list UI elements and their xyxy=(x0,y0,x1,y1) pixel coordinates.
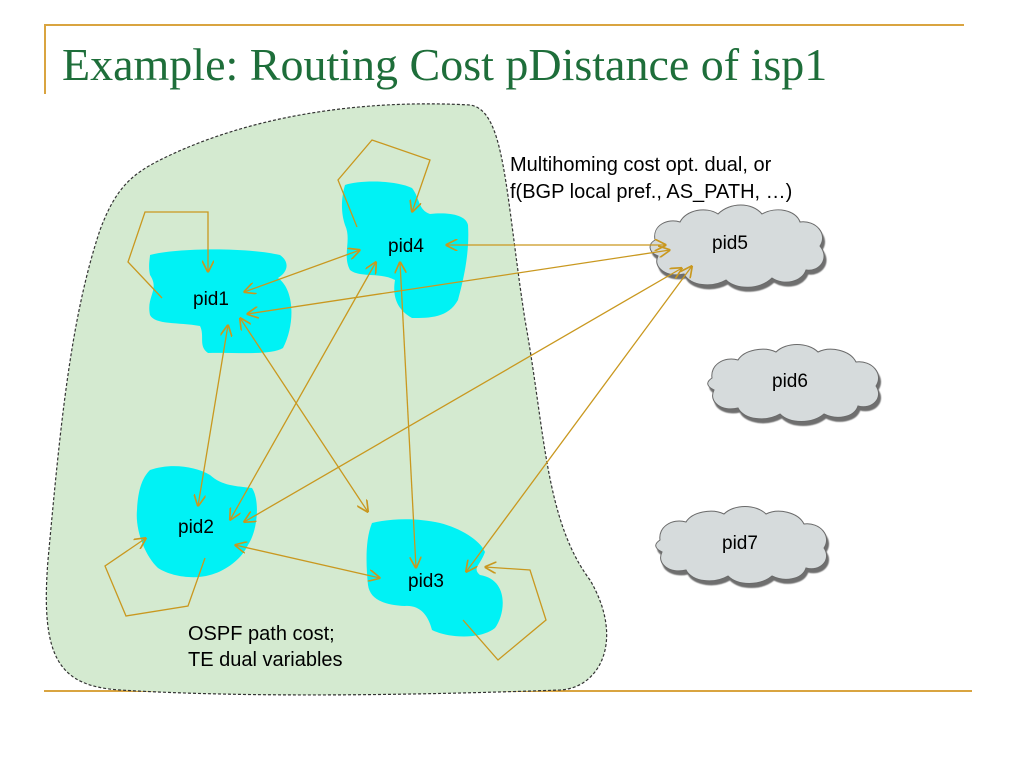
pid1-label: pid1 xyxy=(193,289,229,310)
multihoming-note-line1: Multihoming cost opt. dual, or xyxy=(510,154,772,176)
edge-pid1-pid2 xyxy=(198,325,228,506)
pid5-label: pid5 xyxy=(712,233,748,254)
pid4-self-loop xyxy=(337,139,431,228)
ospf-note-line1: OSPF path cost; xyxy=(188,623,335,645)
pid6-label: pid6 xyxy=(772,371,808,392)
frame-top-rule xyxy=(44,24,964,26)
multihoming-note-line2: f(BGP local pref., AS_PATH, …) xyxy=(510,181,792,203)
pid6-node[interactable] xyxy=(707,344,880,422)
frame-left-rule xyxy=(44,24,46,94)
pid2-self-loop xyxy=(104,538,206,617)
edge-pid3-pid5 xyxy=(466,266,692,572)
slide-title: Example: Routing Cost pDistance of isp1 xyxy=(62,39,828,90)
ospf-note-line2: TE dual variables xyxy=(188,649,343,671)
pid2-label: pid2 xyxy=(178,517,214,538)
pid7-label: pid7 xyxy=(722,533,758,554)
pid4-label: pid4 xyxy=(388,236,424,257)
edge-pid2-pid3 xyxy=(235,545,380,578)
pid1-self-loop xyxy=(127,211,208,299)
pid3-label: pid3 xyxy=(408,571,444,592)
